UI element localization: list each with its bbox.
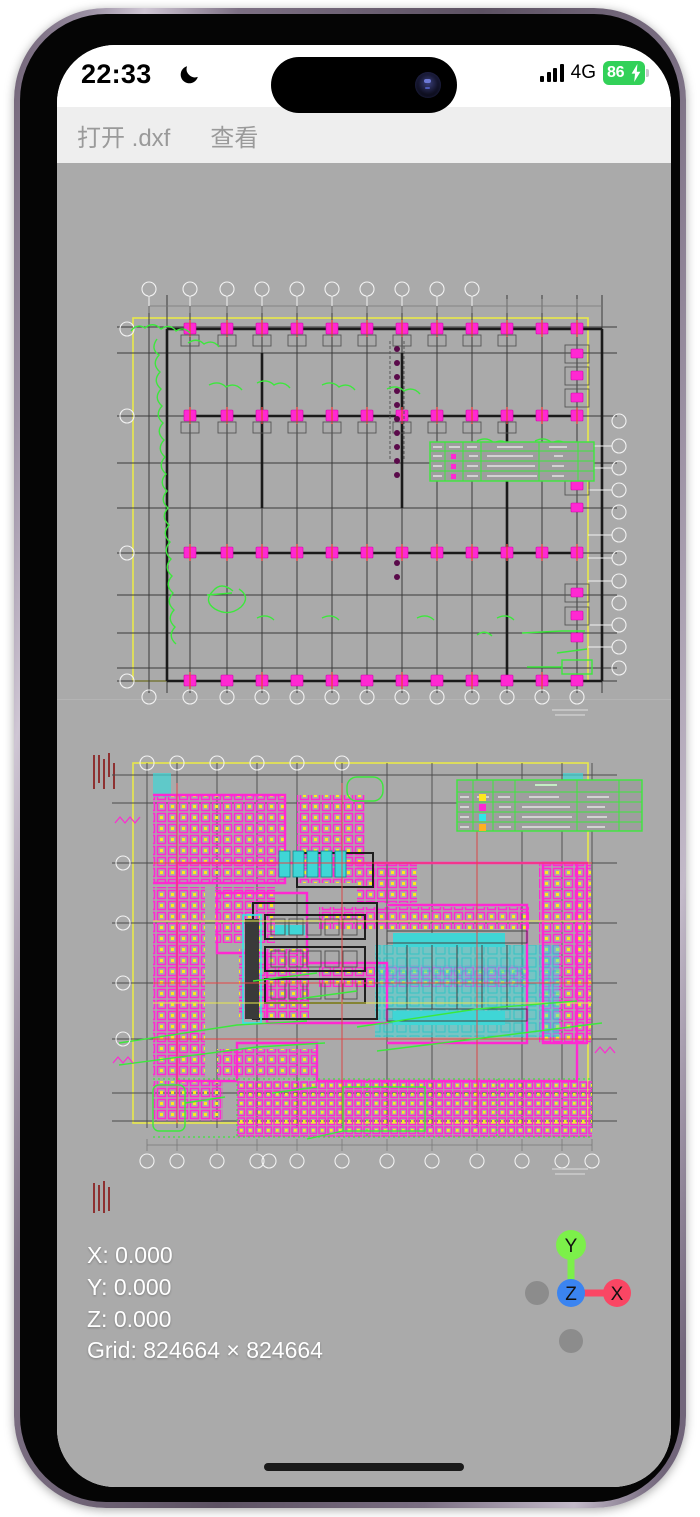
- x-axis-label: X: [611, 1284, 624, 1305]
- lightning-bolt-icon: [631, 64, 641, 82]
- dxf-drawing: [93, 281, 643, 1213]
- battery-body: 86: [603, 61, 645, 85]
- coordinate-readout: X: 0.000 Y: 0.000 Z: 0.000 Grid: 824664 …: [87, 1240, 323, 1367]
- y-axis-handle: [556, 1230, 586, 1260]
- green-dotted-edges: [153, 1078, 592, 1138]
- red-reference-lines: [153, 783, 592, 1123]
- phone-frame: 22:33 4G 86: [14, 8, 686, 1508]
- status-indicators: 4G 86: [540, 61, 649, 85]
- upper-floor-plan: [93, 281, 627, 789]
- axis-orientation-gizmo[interactable]: Y X Z: [507, 1219, 637, 1379]
- grid-size-label: Grid: 824664 × 824664: [87, 1337, 323, 1364]
- z-axis-handle: [557, 1279, 585, 1307]
- node-markers-row-1: [180, 320, 584, 347]
- green-annotations: [130, 324, 593, 675]
- slab-beams: [386, 930, 528, 1022]
- coord-y-label: Y: 0.000: [87, 1273, 172, 1300]
- lower-legend-table: [456, 779, 643, 832]
- status-time: 22:33: [81, 59, 152, 89]
- home-indicator[interactable]: [264, 1463, 464, 1471]
- view-menu-button[interactable]: 查看: [210, 124, 259, 152]
- cellular-signal-bars-icon: [540, 64, 564, 82]
- battery-indicator: 86: [603, 61, 649, 85]
- coord-z-label: Z: 0.000: [87, 1305, 172, 1332]
- negative-x-axis-handle: [525, 1281, 549, 1305]
- yellow-reference-lines: [153, 920, 592, 1004]
- battery-cap: [646, 69, 649, 77]
- phone-screen: 22:33 4G 86: [57, 45, 671, 1487]
- open-dxf-button[interactable]: 打开 .dxf: [77, 124, 171, 152]
- node-markers-row-4: [183, 672, 584, 689]
- upper-legend-table: [429, 441, 595, 482]
- dynamic-island: [271, 57, 457, 113]
- battery-percent-label: 86: [607, 64, 625, 81]
- red-notes: [93, 753, 115, 789]
- coord-x-label: X: 0.000: [87, 1242, 173, 1269]
- canvas-divider: [57, 699, 671, 700]
- dashed-node-chain: [389, 341, 405, 580]
- node-markers-row-3: [183, 544, 584, 561]
- crescent-moon-icon: [180, 66, 198, 84]
- green-leader-lines: [118, 776, 603, 1140]
- negative-y-axis-handle: [559, 1329, 583, 1353]
- z-axis-label: Z: [565, 1284, 577, 1305]
- x-axis-handle: [603, 1279, 631, 1307]
- front-camera-icon: [415, 72, 441, 98]
- node-markers-row-2: [180, 407, 584, 434]
- y-axis-label: Y: [565, 1236, 578, 1257]
- cad-drawing-canvas[interactable]: X: 0.000 Y: 0.000 Z: 0.000 Grid: 824664 …: [57, 163, 671, 1487]
- lower-floor-plan: [93, 755, 643, 1213]
- network-type-label: 4G: [570, 62, 596, 83]
- battery-fill: 86: [603, 61, 645, 85]
- app-toolbar: 打开 .dxf 查看: [57, 107, 671, 163]
